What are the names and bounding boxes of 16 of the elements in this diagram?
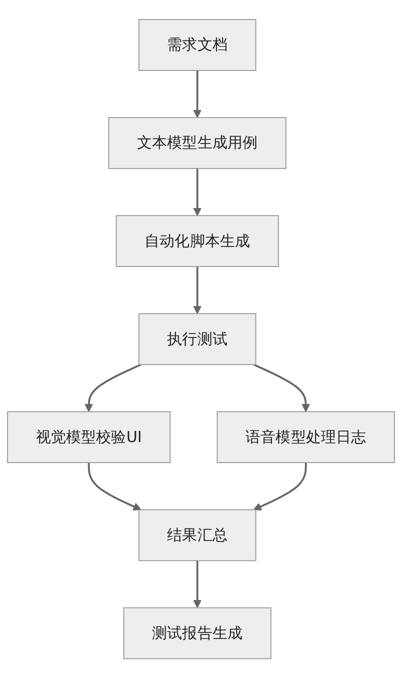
node-box: 文本模型生成用例	[108, 118, 286, 170]
arrow	[193, 266, 202, 314]
arrow	[193, 561, 202, 609]
node-box: 自动化脚本生成	[116, 216, 279, 268]
arrow	[253, 364, 310, 412]
arrow	[193, 70, 202, 118]
node-box: 语音模型处理日志	[216, 412, 395, 464]
arrow	[88, 463, 142, 511]
arrow	[193, 168, 202, 216]
node-box: 结果汇总	[138, 510, 256, 562]
arrow	[253, 463, 307, 511]
node-box: 需求文档	[138, 19, 256, 72]
node-box: 执行测试	[138, 314, 256, 366]
node-box: 视觉模型校验UI	[7, 412, 171, 464]
node-box: 测试报告生成	[123, 608, 272, 660]
arrow	[84, 364, 142, 412]
